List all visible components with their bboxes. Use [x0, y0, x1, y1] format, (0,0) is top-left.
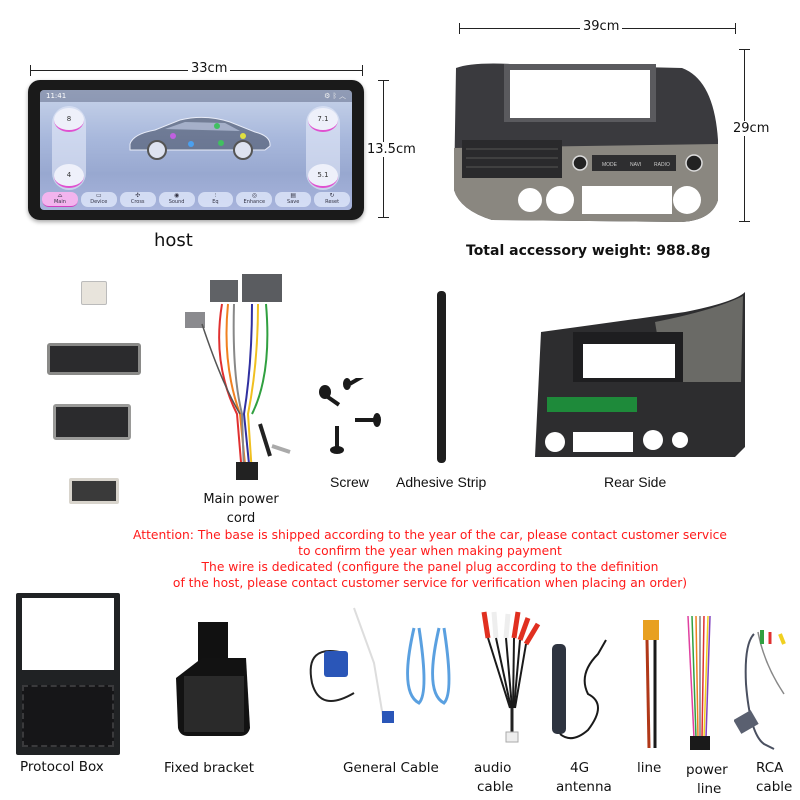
total-weight-label: Total accessory weight: 988.8g — [466, 243, 711, 259]
panel-width-label: 39cm — [580, 19, 623, 34]
nav-device[interactable]: ▭Device — [80, 192, 117, 207]
attention-line-4: of the host, please contact customer ser… — [172, 576, 688, 590]
screws-image — [319, 378, 381, 454]
nav-sound[interactable]: ◉Sound — [158, 192, 195, 207]
crossover-icon: ✣ — [135, 192, 141, 199]
device-icon: ▭ — [95, 192, 102, 199]
status-icons: ⚙ ᛒ ︿ — [324, 92, 346, 100]
protocol-box-label: Protocol Box — [20, 759, 104, 775]
audio-cable-image — [481, 611, 541, 743]
host-head-unit-image: 11:41 ⚙ ᛒ ︿ 8 4 7.1 5.1 ⌓Main ▭Device ✣C… — [28, 80, 364, 220]
right-gauge: 7.1 5.1 — [306, 106, 340, 190]
reset-icon: ↻ — [329, 192, 335, 199]
adhesive-strip-label: Adhesive Strip — [396, 474, 487, 490]
4g-antenna-image — [552, 639, 607, 740]
host-label: host — [154, 230, 193, 251]
connector-20pin-image — [53, 404, 131, 440]
main-power-cord-image — [185, 274, 291, 480]
line-cable-image — [643, 620, 659, 749]
screw-label: Screw — [330, 474, 369, 490]
main-power-cord-label: Main power cord — [203, 492, 279, 526]
save-icon: ▤ — [290, 192, 297, 199]
general-cable-image — [309, 607, 451, 724]
status-bar: 11:41 ⚙ ᛒ ︿ — [40, 90, 352, 102]
audio-cable-label-1: audio — [474, 760, 512, 776]
attention-line-1: Attention: The base is shipped according… — [133, 528, 727, 542]
sound-icon: ◉ — [173, 192, 180, 199]
general-cable-label: General Cable — [343, 760, 439, 776]
clock: 11:41 — [46, 92, 67, 100]
nav-reset[interactable]: ↻Reset — [314, 192, 350, 207]
rear-side-label: Rear Side — [604, 474, 667, 490]
connector-24pin-image — [47, 343, 141, 375]
enhance-icon: ◎ — [251, 192, 257, 199]
right-gauge-top: 7.1 — [308, 108, 338, 132]
connector-small-image — [69, 478, 119, 504]
right-gauge-bottom: 5.1 — [308, 164, 338, 188]
nav-save[interactable]: ▤Save — [275, 192, 312, 207]
left-gauge-bottom: 4 — [54, 164, 84, 188]
rca-cable-label-2: cable — [756, 779, 793, 795]
nav-main[interactable]: ⌓Main — [42, 192, 78, 207]
dash-panel-image: MODE NAVI RADIO — [454, 63, 718, 222]
audio-cable-label-2: cable — [477, 779, 514, 795]
adhesive-strip-image — [437, 291, 446, 463]
protocol-box-image — [16, 593, 120, 755]
rca-cable-image — [734, 630, 786, 750]
host-screen: 11:41 ⚙ ᛒ ︿ 8 4 7.1 5.1 ⌓Main ▭Device ✣C… — [40, 90, 352, 210]
attention-notice: Attention: The base is shipped according… — [120, 527, 740, 591]
equalizer-icon: ⫶ — [214, 192, 217, 199]
power-line-image — [687, 615, 711, 750]
rear-side-image — [535, 292, 745, 457]
4g-antenna-label-1: 4G — [570, 760, 590, 776]
navi-button-label: NAVI — [630, 162, 641, 168]
power-line-label-2: line — [697, 781, 722, 797]
radio-button-label: RADIO — [654, 162, 670, 168]
host-height-label: 13.5cm — [364, 142, 419, 157]
rca-cable-label-1: RCA — [756, 760, 784, 776]
power-line-label-1: power — [686, 762, 728, 778]
car-icon: ⌓ — [57, 192, 63, 199]
4g-antenna-label-2: antenna — [556, 779, 612, 795]
attention-line-3: The wire is dedicated (configure the pan… — [201, 560, 659, 574]
panel-height-label: 29cm — [730, 121, 773, 136]
mode-button-label: MODE — [602, 162, 618, 168]
host-bottom-nav: ⌓Main ▭Device ✣Cross ◉Sound ⫶Eq ◎Enhance… — [42, 192, 350, 207]
nav-enhance[interactable]: ◎Enhance — [236, 192, 273, 207]
fixed-bracket-image — [176, 622, 250, 736]
small-connector-image — [81, 281, 107, 305]
car-illustration-icon — [129, 116, 271, 160]
nav-eq[interactable]: ⫶Eq — [197, 192, 234, 207]
left-gauge-top: 8 — [54, 108, 84, 132]
left-gauge: 8 4 — [52, 106, 86, 190]
fixed-bracket-label: Fixed bracket — [164, 760, 255, 776]
line-label: line — [637, 760, 662, 776]
attention-line-2: to confirm the year when making payment — [298, 544, 562, 558]
nav-cross[interactable]: ✣Cross — [119, 192, 156, 207]
host-width-label: 33cm — [188, 61, 231, 76]
